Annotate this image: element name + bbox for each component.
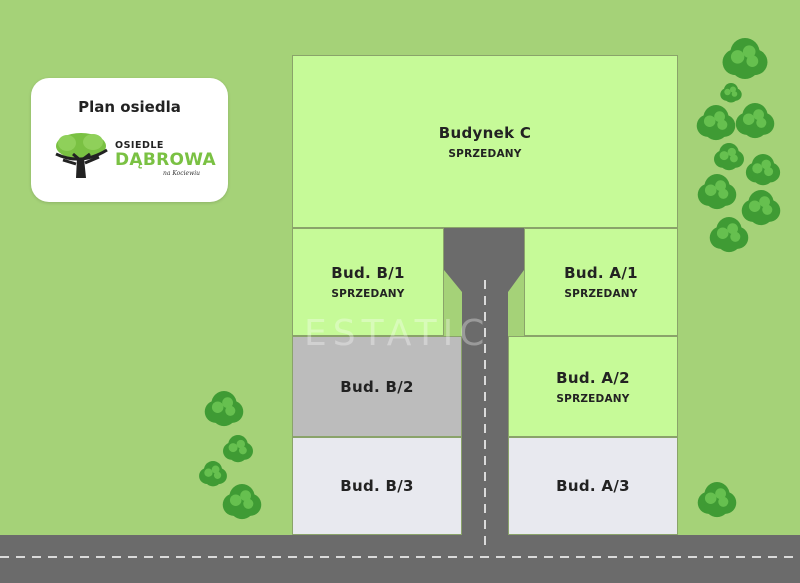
tree-icon <box>722 38 768 79</box>
brand-subtitle: na Kociewiu <box>163 170 201 177</box>
logo-card: Plan osiedla OSIEDLE DĄBROWA na Kociewiu <box>31 78 228 202</box>
building-c-status: SPRZEDANY <box>448 147 522 160</box>
tree-icon <box>714 143 744 171</box>
brand-prefix: OSIEDLE <box>115 140 164 151</box>
building-a1-name: Bud. A/1 <box>564 264 638 282</box>
building-b1-name: Bud. B/1 <box>331 264 405 282</box>
building-c-plot[interactable]: Budynek C SPRZEDANY <box>292 55 678 228</box>
trees-group <box>199 38 781 520</box>
building-a3-name: Bud. A/3 <box>556 477 630 495</box>
tree-icon <box>741 190 781 226</box>
main-road <box>0 535 800 583</box>
tree-icon <box>697 174 737 210</box>
building-a2-plot[interactable]: Bud. A/2 SPRZEDANY <box>508 336 678 437</box>
building-b3-name: Bud. B/3 <box>340 477 414 495</box>
tree-icon <box>709 217 749 253</box>
oak-tree-icon <box>55 133 108 178</box>
brand-name: DĄBROWA <box>115 150 217 170</box>
building-b1-plot[interactable]: Bud. B/1 SPRZEDANY <box>292 228 444 336</box>
tree-icon <box>720 83 742 103</box>
tree-icon <box>204 391 244 427</box>
tree-icon <box>223 435 253 463</box>
tree-icon <box>745 154 781 186</box>
building-a3-plot[interactable]: Bud. A/3 <box>508 437 678 535</box>
plan-title: Plan osiedla <box>78 98 181 116</box>
access-road <box>440 228 530 550</box>
building-a1-plot[interactable]: Bud. A/1 SPRZEDANY <box>524 228 678 336</box>
tree-icon <box>222 484 262 520</box>
building-b2-plot[interactable]: Bud. B/2 <box>292 336 462 437</box>
building-b2-name: Bud. B/2 <box>340 377 414 396</box>
building-a2-name: Bud. A/2 <box>556 368 630 387</box>
tree-icon <box>199 461 227 487</box>
tree-icon <box>697 482 737 518</box>
building-b3-plot[interactable]: Bud. B/3 <box>292 437 462 535</box>
building-b1-status: SPRZEDANY <box>331 288 405 300</box>
tree-icon <box>735 103 775 139</box>
building-c-name: Budynek C <box>438 123 532 142</box>
building-a2-status: SPRZEDANY <box>556 392 630 405</box>
building-a1-status: SPRZEDANY <box>564 288 638 300</box>
tree-icon <box>696 105 736 141</box>
